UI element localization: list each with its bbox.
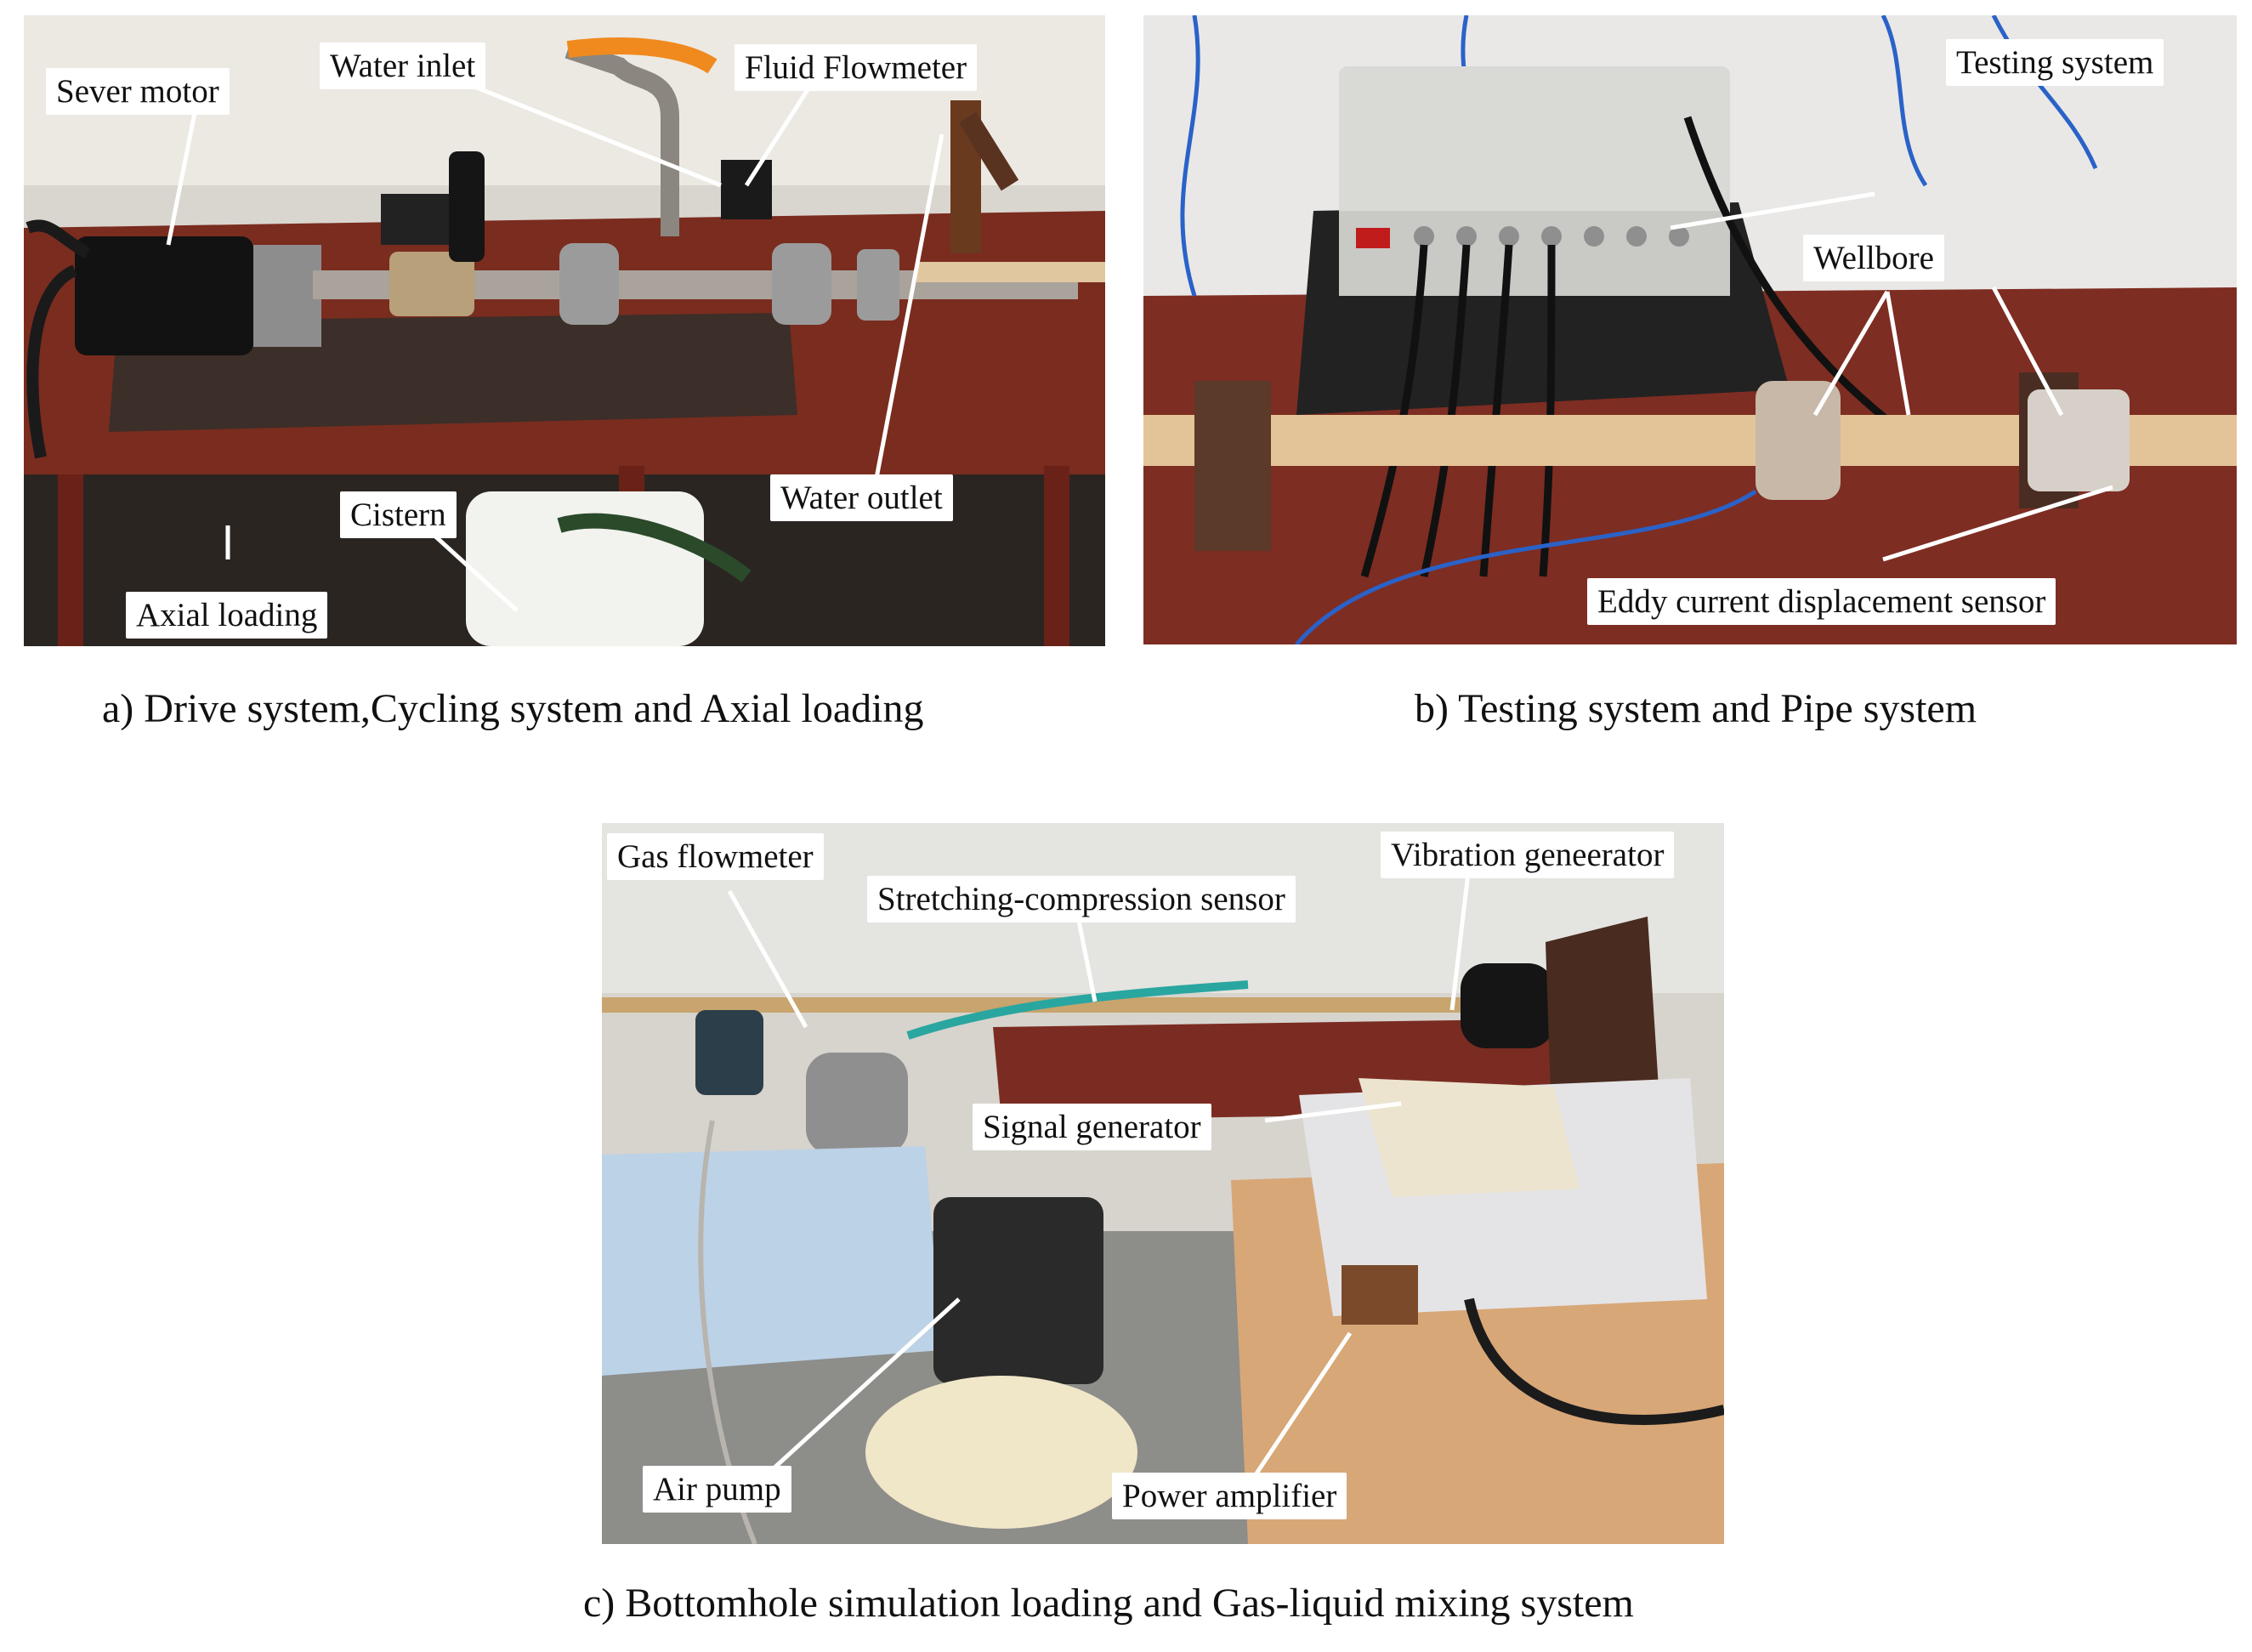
- label-wellbore: Wellbore: [1803, 235, 1944, 281]
- caption-panel-a: a) Drive system,Cycling system and Axial…: [102, 686, 924, 731]
- label-eddy-sensor: Eddy current displacement sensor: [1587, 578, 2056, 625]
- label-vibration-generator: Vibration geneerator: [1381, 832, 1675, 878]
- photo-bottomhole-system: [602, 823, 1724, 1544]
- label-axial-loading: Axial loading: [126, 592, 328, 639]
- label-testing-system: Testing system: [1946, 39, 2164, 86]
- label-gas-flowmeter: Gas flowmeter: [607, 833, 824, 880]
- label-signal-generator: Signal generator: [973, 1104, 1211, 1150]
- photo-drive-system: [24, 15, 1105, 646]
- photo-panel-a: Sever motor Water inlet Fluid Flowmeter …: [24, 15, 1105, 646]
- photo-testing-system: [1143, 15, 2237, 644]
- caption-panel-c: c) Bottomhole simulation loading and Gas…: [583, 1581, 1634, 1626]
- label-water-inlet: Water inlet: [320, 43, 486, 89]
- label-power-amplifier: Power amplifier: [1112, 1473, 1347, 1519]
- photo-panel-b: Testing system Wellbore Eddy current dis…: [1143, 15, 2237, 644]
- label-water-outlet: Water outlet: [770, 474, 953, 521]
- caption-panel-b: b) Testing system and Pipe system: [1415, 686, 1977, 731]
- label-stretching-sensor: Stretching-compression sensor: [867, 876, 1296, 923]
- label-fluid-flowmeter: Fluid Flowmeter: [735, 44, 978, 91]
- label-air-pump: Air pump: [643, 1466, 791, 1513]
- label-sever-motor: Sever motor: [46, 68, 230, 115]
- label-cistern: Cistern: [340, 491, 457, 538]
- photo-panel-c: Gas flowmeter Stretching-compression sen…: [602, 823, 1724, 1544]
